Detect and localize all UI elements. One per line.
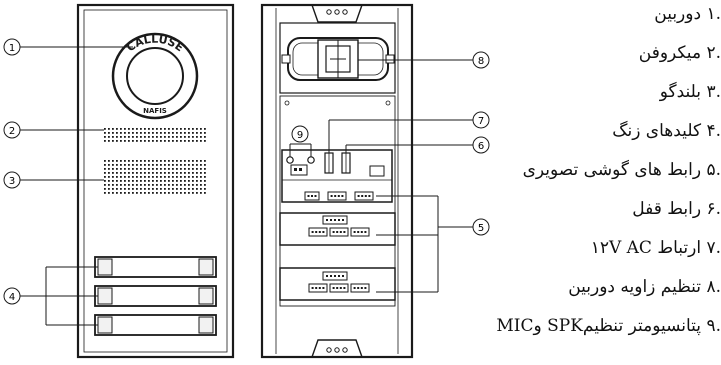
svg-text:9: 9	[297, 130, 303, 141]
lock-connector	[341, 152, 351, 174]
svg-text:4: 4	[9, 292, 15, 303]
legend-item-potentiometer: .۹ پتانسیومتر تنظیمSPK وMIC	[496, 316, 721, 336]
expansion-board-2	[279, 267, 396, 301]
legend-item-speaker: .۳ بلندگو	[659, 82, 721, 102]
svg-text:5: 5	[478, 223, 484, 234]
top-mount-tab	[311, 4, 363, 23]
connector-block	[327, 191, 347, 201]
brand-logo: CALLUSE	[124, 33, 186, 55]
back-panel	[260, 3, 414, 359]
camera-lens	[126, 47, 184, 105]
pcb-chip	[369, 165, 385, 177]
callout-1: 1	[3, 38, 133, 56]
legend-item-bell-buttons: .۴ کلیدهای زنگ	[612, 121, 721, 141]
inner-mounting-plate	[279, 95, 396, 307]
microphone-grille	[104, 128, 206, 142]
bell-button-2	[94, 285, 217, 307]
connector-block	[304, 191, 320, 201]
connector-block	[322, 215, 348, 225]
callout-7: 7	[328, 111, 490, 153]
svg-text:1: 1	[9, 43, 15, 54]
legend-item-camera: .۱ دوربین	[654, 4, 721, 24]
ac-power-connector	[324, 152, 334, 174]
callout-9: 9	[289, 125, 312, 157]
callout-2: 2	[3, 121, 104, 139]
legend-item-microphone: .۲ میکروفن	[638, 43, 721, 63]
camera-module: CALLUSE NAFIS	[111, 33, 199, 120]
connector-block	[329, 227, 349, 237]
callout-3: 3	[3, 171, 104, 189]
legend-item-ac-power: .۷ ارتباط ۱۲V AC	[590, 238, 721, 258]
potentiometer-mic	[307, 156, 315, 164]
front-panel: CALLUSE NAFIS	[76, 3, 235, 359]
connector-block	[308, 283, 328, 293]
svg-text:6: 6	[478, 141, 484, 152]
callout-5: 5	[376, 195, 490, 293]
video-phone-connectors-main	[304, 191, 374, 201]
camera-angle-adjuster	[279, 22, 396, 94]
potentiometer-spk	[286, 156, 294, 164]
brand-subtext: NAFIS	[143, 107, 167, 115]
connector-block	[354, 191, 374, 201]
legend-item-camera-angle: .۸ تنظیم زاویه دوربین	[568, 277, 721, 297]
speaker-grille	[104, 160, 206, 194]
bell-button-1	[94, 256, 217, 278]
callout-4: 4	[3, 266, 98, 326]
svg-text:3: 3	[9, 176, 15, 187]
connector-block	[322, 271, 348, 281]
expansion-board-1	[279, 212, 396, 246]
bottom-mount-tab	[311, 339, 363, 358]
connector-block	[350, 227, 370, 237]
connector-block	[350, 283, 370, 293]
front-panel-inner-border	[83, 9, 228, 353]
legend-item-video-phone-connectors: .۵ رابط های گوشی تصویری	[522, 160, 721, 180]
callout-6: 6	[345, 136, 490, 154]
svg-text:8: 8	[478, 56, 484, 67]
main-pcb	[281, 149, 393, 203]
callout-8: 8	[358, 51, 490, 69]
svg-text:7: 7	[478, 116, 484, 127]
connector-block	[308, 227, 328, 237]
legend-item-lock-connector: .۶ رابط قفل	[632, 199, 721, 219]
svg-text:2: 2	[9, 126, 15, 137]
bell-button-3	[94, 314, 217, 336]
connector-block	[329, 283, 349, 293]
